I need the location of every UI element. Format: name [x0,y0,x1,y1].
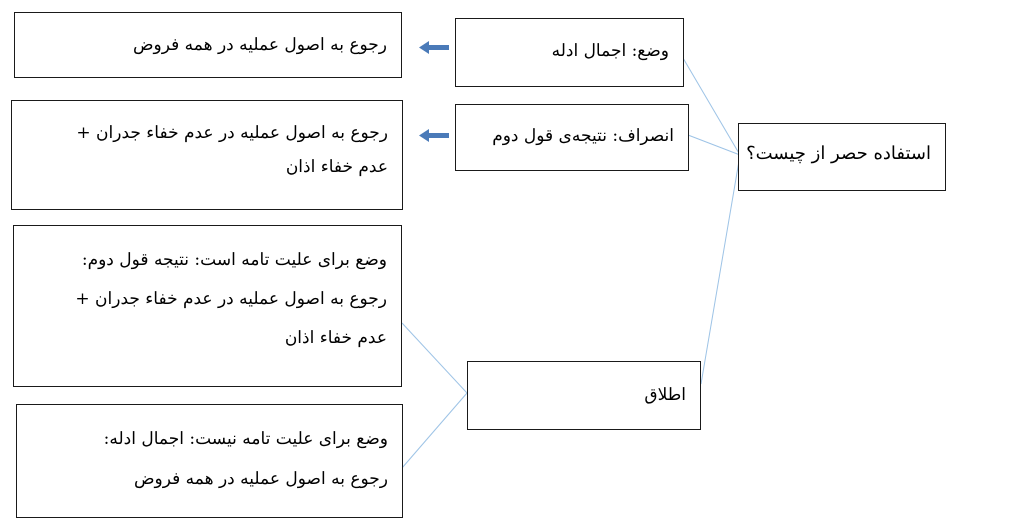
connector-root-wad [682,57,741,156]
result-line: رجوع به اصول عملیه در عدم خفاء جدران + [75,289,387,309]
arrow-insiraf-result [419,129,449,142]
result-line: عدم خفاء اذان [285,157,388,177]
connector-root-itlaq [700,154,741,385]
arrow-shaft [427,45,449,50]
arrow-shaft [427,133,449,138]
result-itlaq-incomplete-box: وضع برای علیت تامه نیست: اجمال ادله: رجو… [16,404,403,518]
branch-insiraf-label: انصراف: نتیجه‌ی قول دوم [492,126,674,146]
branch-insiraf-box: انصراف: نتیجه‌ی قول دوم [455,104,689,171]
connector-root-insiraf [687,134,741,156]
arrow-head [419,129,429,142]
root-question-box: استفاده حصر از چیست؟ [738,123,946,191]
result-line: وضع برای علیت تامه است: نتیجه قول دوم: [81,250,387,270]
result-wad-box: رجوع به اصول عملیه در همه فروض [14,12,402,78]
result-line: رجوع به اصول عملیه در عدم خفاء جدران + [76,123,388,143]
root-question-label: استفاده حصر از چیست؟ [746,143,931,164]
result-line: وضع برای علیت تامه نیست: اجمال ادله: [103,429,388,449]
result-line: رجوع به اصول عملیه در همه فروض [132,35,387,55]
result-line: رجوع به اصول عملیه در همه فروض [133,469,388,489]
branch-wad-label: وضع: اجمال ادله [551,41,669,61]
arrow-wad-result [419,41,449,54]
connector-itlaq-complete [401,322,468,394]
branch-itlaq-box: اطلاق [467,361,701,430]
arrows [419,41,449,142]
result-line: عدم خفاء اذان [284,328,387,348]
connector-lines [401,57,741,469]
branch-wad-box: وضع: اجمال ادله [455,18,684,87]
arrow-head [419,41,429,54]
connector-itlaq-incomplete [401,392,468,469]
result-itlaq-complete-box: وضع برای علیت تامه است: نتیجه قول دوم: ر… [13,225,402,387]
result-insiraf-box: رجوع به اصول عملیه در عدم خفاء جدران + ع… [11,100,403,210]
branch-itlaq-label: اطلاق [644,385,686,405]
